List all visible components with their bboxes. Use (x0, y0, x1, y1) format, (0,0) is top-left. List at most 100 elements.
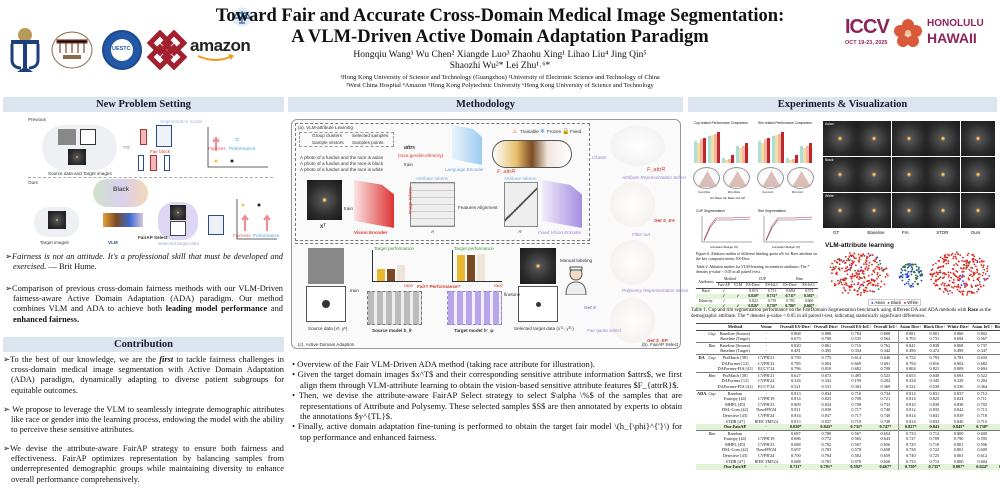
target-model-block (447, 291, 502, 325)
segmentation-result-image: White (823, 193, 857, 228)
tsne-point (963, 282, 965, 285)
method-bullet-1-text: Overview of the Fair VLM-Driven ADA meth… (297, 359, 595, 369)
target-image-thumbnail (68, 149, 86, 165)
metric-cell: 0.495 (821, 348, 832, 354)
cluster-circle (610, 126, 665, 166)
metric-cell: 0.791* (812, 464, 840, 470)
polysemy-representation-select-label: Polysemy Representation Select (622, 288, 689, 293)
method-cell: Our FairAP (716, 464, 754, 470)
metric-cell: 0.329 (953, 378, 964, 384)
tsne-point (947, 274, 950, 276)
tsne-point (842, 279, 845, 282)
fig-label-approx: ≈ (235, 135, 240, 144)
get-S-EA-label: Get S_EA (654, 218, 675, 223)
tsne-point (952, 286, 955, 289)
method-cell: Baseline (Target) (720, 336, 750, 342)
panel-a-label: (a). VLM-attribute Learning (298, 125, 353, 130)
tsne-point (961, 259, 963, 262)
tsne-point (851, 273, 854, 275)
tsne-point (973, 263, 976, 266)
affiliations-line-2: ³West China Hospital ⁴Amazon ⁵Hong Kong … (346, 82, 654, 89)
source-data-label: Source data (xˢ, yˢ) (308, 326, 348, 331)
tsne-point (948, 254, 951, 257)
bar-mark (700, 139, 703, 163)
selected-target-data-label: Selected target data (xᵀᴸ, yᵀᴸ) (514, 326, 574, 331)
tsne-point (956, 264, 959, 267)
tsne-point (903, 283, 906, 286)
section-heading-methodology: Methodology (288, 97, 683, 112)
metric-cell: 0.713 (977, 407, 988, 413)
tsne-point (886, 274, 889, 277)
metric-cell: 0.868 (790, 330, 801, 336)
venue-cell: ECCV'24 (757, 383, 775, 389)
tsne-point (942, 265, 945, 267)
fixed-vision-encoder-label: Fixed Vision Encoder (538, 230, 582, 235)
tsne-point (907, 265, 910, 268)
metric-cell: 0.775 (812, 353, 840, 361)
tsne-point (836, 279, 839, 282)
tsne-point (851, 280, 854, 283)
tsne-point (967, 290, 969, 293)
tsne-point (943, 258, 945, 261)
method-bullet-1: • Overview of the Fair VLM-Driven ADA me… (290, 359, 682, 369)
column-label-ours: Ours (970, 230, 981, 235)
tsne-point (859, 284, 862, 287)
metric-cell: 0.711 (767, 289, 777, 293)
metric-cell: 0.496 (905, 348, 916, 354)
tsne-point (962, 293, 964, 296)
bar-mark (694, 140, 697, 163)
tsne-point (876, 272, 879, 274)
contribution-2: ➢ We propose to leverage the VLM to seam… (3, 405, 284, 436)
tsne-point (878, 259, 881, 262)
table-1-caption: Table 1. Cup and rim segmentation perfor… (691, 308, 996, 320)
tsne-point (877, 288, 880, 291)
fair-block-1 (140, 129, 147, 145)
tsne-point (853, 283, 856, 286)
fairap-check-icon: ✓ (722, 289, 726, 293)
bar-chart-title: Cup-related Performance Comparison (694, 121, 748, 125)
metric-cell: 0.539 (929, 383, 940, 389)
tsne-point (850, 264, 853, 267)
metric-cell: 0.567 (977, 336, 988, 342)
tsne-point (972, 279, 975, 282)
tsne-point (865, 286, 868, 289)
samples-circle-2 (610, 240, 655, 285)
metric-cell: 0.810 (905, 401, 916, 407)
tsne-point (948, 279, 951, 282)
method-cell: Entropy [44] (724, 436, 747, 442)
bar-legend: Src Base Tar Base Our AP (710, 196, 745, 200)
tsne-point (935, 280, 937, 283)
attrs-label: attrs (404, 145, 416, 151)
train-label-1: train (404, 162, 413, 167)
tsne-point (862, 284, 865, 287)
fig-label-performance-ours: Performance (253, 233, 280, 238)
tsne-point (956, 279, 959, 281)
metric-cell: 0.363 (851, 383, 862, 389)
fig-label-black-word: Black (113, 187, 130, 193)
tsne-point (838, 282, 841, 284)
metric-cell: 0.682 (851, 366, 862, 372)
legend-trainable: Trainable (520, 129, 539, 134)
tsne-point (846, 284, 849, 287)
metric-cell: 0.535 (851, 336, 862, 342)
tsne-point (963, 284, 966, 286)
tsne-point (948, 284, 951, 287)
tsne-point (904, 269, 906, 272)
t1-header-1 (707, 323, 717, 331)
tsne-point (972, 261, 975, 263)
race-label-2: race (494, 283, 503, 288)
vlm-check-icon: ✓ (731, 294, 744, 299)
metric-cell: 0.843 (922, 424, 947, 431)
tsne-point (975, 265, 977, 268)
tsne-point (979, 283, 981, 286)
tsne-point (834, 259, 836, 262)
t1-header-2: Method (716, 323, 754, 331)
t1-header-6: Overall ES-IoU↑ (839, 323, 873, 331)
tsne-point (938, 287, 941, 290)
